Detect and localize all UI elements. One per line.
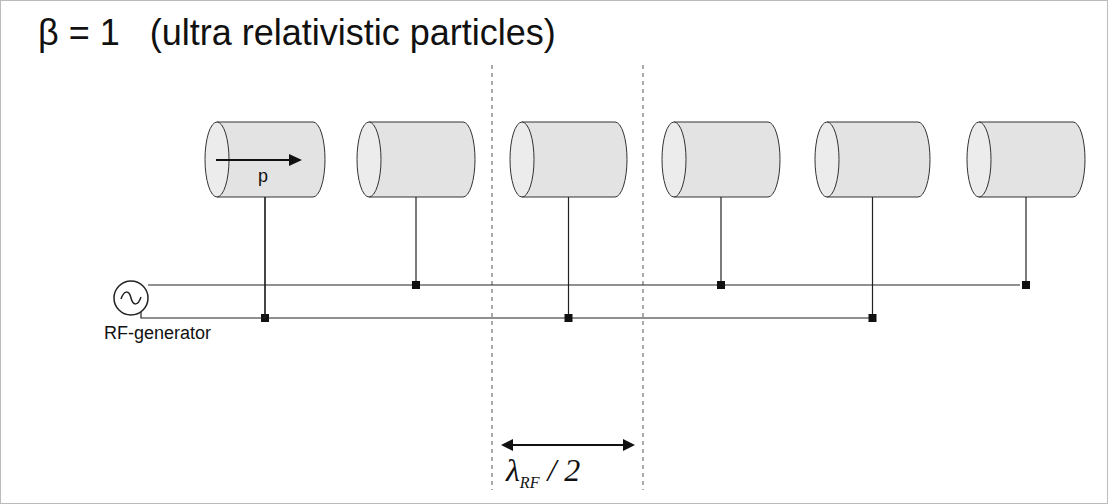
subscript: RF bbox=[520, 474, 540, 491]
dimension-arrow bbox=[503, 444, 633, 446]
junction-dot bbox=[1022, 281, 1030, 289]
wavelength-label: λRF / 2 bbox=[506, 452, 580, 492]
dashed-boundary bbox=[643, 65, 644, 490]
junction-dot bbox=[412, 281, 420, 289]
drift-tube bbox=[522, 122, 627, 197]
rf-generator-symbol bbox=[114, 281, 148, 315]
arrowhead bbox=[501, 439, 513, 451]
tube-stem bbox=[720, 197, 721, 285]
momentum-label: p bbox=[258, 166, 268, 187]
junction-dot bbox=[869, 314, 877, 322]
momentum-arrow bbox=[216, 159, 292, 161]
tube-face bbox=[357, 122, 381, 197]
arrowhead bbox=[289, 154, 302, 166]
feed-wire bbox=[141, 197, 265, 318]
rf-generator: RF-generator bbox=[114, 281, 148, 315]
junction-dot bbox=[717, 281, 725, 289]
drift-tube bbox=[217, 122, 325, 197]
junction-dot bbox=[565, 314, 573, 322]
drift-tube bbox=[369, 122, 475, 197]
drift-tube bbox=[674, 122, 780, 197]
wavelength-part: / 2 bbox=[547, 452, 580, 488]
title: β = 1 (ultra relativistic particles) bbox=[38, 12, 556, 54]
drift-tube-node: p bbox=[205, 122, 325, 197]
tube-face bbox=[815, 122, 839, 197]
tube-face bbox=[510, 122, 534, 197]
sine-symbol bbox=[121, 292, 141, 304]
tube-stem bbox=[568, 197, 569, 318]
tube-stem bbox=[1025, 197, 1026, 285]
tube-stem bbox=[872, 197, 873, 318]
tube-stem bbox=[415, 197, 416, 285]
generator-label: RF-generator bbox=[104, 323, 211, 344]
tube-face bbox=[967, 122, 991, 197]
tube-face bbox=[662, 122, 686, 197]
drift-tube bbox=[827, 122, 930, 197]
wavelength-part: λ bbox=[506, 452, 520, 488]
top-bus-wire bbox=[148, 284, 1020, 285]
dashed-boundary bbox=[492, 65, 493, 490]
arrowhead bbox=[623, 439, 635, 451]
drift-tube bbox=[979, 122, 1085, 197]
